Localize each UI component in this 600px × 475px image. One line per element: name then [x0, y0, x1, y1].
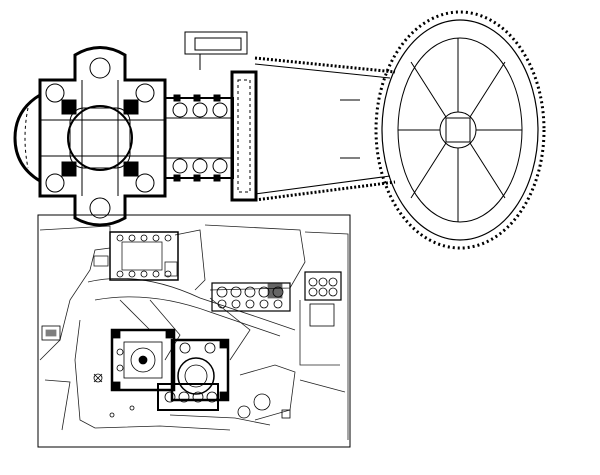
basilica-and-piazza-plan: [13, 10, 546, 250]
site-plan-frame: [37, 214, 351, 448]
piazza-radial-pattern: [398, 38, 522, 222]
site-plan: [37, 214, 351, 448]
basilica-facade: [230, 70, 258, 202]
piazza-retta: [254, 56, 396, 202]
basilica-nave: [164, 94, 234, 182]
palace-block: [184, 31, 248, 55]
domed-building-row: [211, 282, 291, 312]
piazza-colonnade: [374, 10, 546, 250]
cloister-block: [93, 231, 179, 281]
right-building: [304, 271, 342, 327]
site-small-features: [41, 325, 291, 419]
site-streets: [39, 224, 349, 440]
basilica-crossing: [13, 46, 167, 227]
main-complex: [110, 328, 230, 411]
